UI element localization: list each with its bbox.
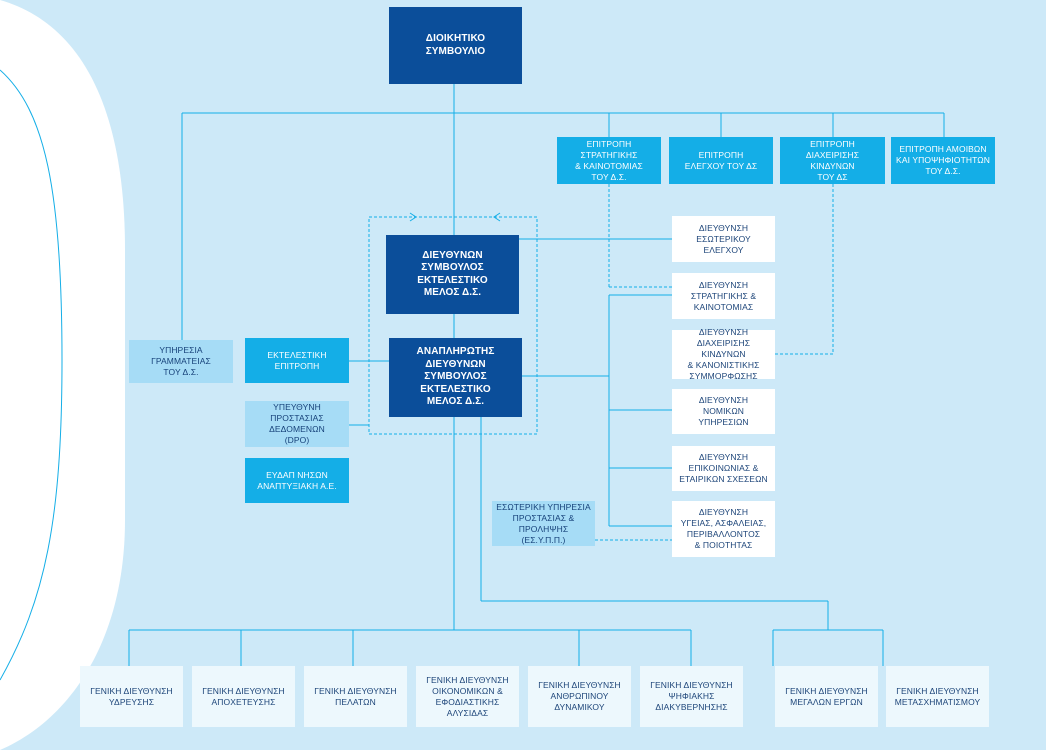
internal-audit-division: ΔΙΕΥΘΥΝΣΗ ΕΣΩΤΕΡΙΚΟΥ ΕΛΕΓΧΟΥ <box>672 216 775 262</box>
committee-remuneration: ΕΠΙΤΡΟΠΗ ΑΜΟΙΒΩΝ ΚΑΙ ΥΠΟΨΗΦΙΟΤΗΤΩΝ ΤΟΥ Δ… <box>891 137 995 184</box>
gd-transformation: ΓΕΝΙΚΗ ΔΙΕΥΘΥΝΣΗ ΜΕΤΑΣΧΗΜΑΤΙΣΜΟΥ <box>886 666 989 727</box>
gd-human-resources: ΓΕΝΙΚΗ ΔΙΕΥΘΥΝΣΗ ΑΝΘΡΩΠΙΝΟΥ ΔΥΝΑΜΙΚΟΥ <box>528 666 631 727</box>
gd-major-projects: ΓΕΝΙΚΗ ΔΙΕΥΘΥΝΣΗ ΜΕΓΑΛΩΝ ΕΡΓΩΝ <box>775 666 878 727</box>
committee-audit: ΕΠΙΤΡΟΠΗ ΕΛΕΓΧΟΥ ΤΟΥ ΔΣ <box>669 137 773 184</box>
legal-services-division: ΔΙΕΥΘΥΝΣΗ ΝΟΜΙΚΩΝ ΥΠΗΡΕΣΙΩΝ <box>672 389 775 434</box>
executive-committee: ΕΚΤΕΛΕΣΤΙΚΗ ΕΠΙΤΡΟΠΗ <box>245 338 349 383</box>
gd-digital-governance: ΓΕΝΙΚΗ ΔΙΕΥΘΥΝΣΗ ΨΗΦΙΑΚΗΣ ΔΙΑΚΥΒΕΡΝΗΣΗΣ <box>640 666 743 727</box>
eydap-islands: ΕΥΔΑΠ ΝΗΣΩΝ ΑΝΑΠΤΥΞΙΑΚΗ Α.Ε. <box>245 458 349 503</box>
gd-finance-supply-chain: ΓΕΝΙΚΗ ΔΙΕΥΘΥΝΣΗ ΟΙΚΟΝΟΜΙΚΩΝ & ΕΦΟΔΙΑΣΤΙ… <box>416 666 519 727</box>
accent-arc-line <box>0 69 63 681</box>
gd-sewerage: ΓΕΝΙΚΗ ΔΙΕΥΘΥΝΣΗ ΑΠΟΧΕΤΕΥΣΗΣ <box>192 666 295 727</box>
board-of-directors: ΔΙΟΙΚΗΤΙΚΟ ΣΥΜΒΟΥΛΙΟ <box>389 7 522 84</box>
ceo: ΔΙΕΥΘΥΝΩΝ ΣΥΜΒΟΥΛΟΣ ΕΚΤΕΛΕΣΤΙΚΟ ΜΕΛΟΣ Δ.… <box>386 235 519 314</box>
white-arc-shape <box>0 0 125 750</box>
committee-risk: ΕΠΙΤΡΟΠΗ ΔΙΑΧΕΙΡΙΣΗΣ ΚΙΝΔΥΝΩΝ ΤΟΥ ΔΣ <box>780 137 885 184</box>
deputy-ceo: ΑΝΑΠΛΗΡΩΤΗΣ ΔΙΕΥΘΥΝΩΝ ΣΥΜΒΟΥΛΟΣ ΕΚΤΕΛΕΣΤ… <box>389 338 522 417</box>
communication-division: ΔΙΕΥΘΥΝΣΗ ΕΠΙΚΟΙΝΩΝΙΑΣ & ΕΤΑΙΡΙΚΩΝ ΣΧΕΣΕ… <box>672 446 775 491</box>
risk-compliance-division: ΔΙΕΥΘΥΝΣΗ ΔΙΑΧΕΙΡΙΣΗΣ ΚΙΝΔΥΝΩΝ & ΚΑΝΟΝΙΣ… <box>672 327 775 381</box>
gd-customers: ΓΕΝΙΚΗ ΔΙΕΥΘΥΝΣΗ ΠΕΛΑΤΩΝ <box>304 666 407 727</box>
strategy-innovation-division: ΔΙΕΥΘΥΝΣΗ ΣΤΡΑΤΗΓΙΚΗΣ & ΚΑΙΝΟΤΟΜΙΑΣ <box>672 273 775 319</box>
committee-strategy: ΕΠΙΤΡΟΠΗ ΣΤΡΑΤΗΓΙΚΗΣ & ΚΑΙΝΟΤΟΜΙΑΣ ΤΟΥ Δ… <box>557 137 661 184</box>
board-secretariat: ΥΠΗΡΕΣΙΑ ΓΡΑΜΜΑΤΕΙΑΣ ΤΟΥ Δ.Σ. <box>129 340 233 383</box>
gd-water-supply: ΓΕΝΙΚΗ ΔΙΕΥΘΥΝΣΗ ΥΔΡΕΥΣΗΣ <box>80 666 183 727</box>
esypp-service: ΕΣΩΤΕΡΙΚΗ ΥΠΗΡΕΣΙΑ ΠΡΟΣΤΑΣΙΑΣ & ΠΡΟΛΗΨΗΣ… <box>492 501 595 546</box>
data-protection-officer: ΥΠΕΥΘΥΝΗ ΠΡΟΣΤΑΣΙΑΣ ΔΕΔΟΜΕΝΩΝ (DPO) <box>245 401 349 447</box>
health-safety-division: ΔΙΕΥΘΥΝΣΗ ΥΓΕΙΑΣ, ΑΣΦΑΛΕΙΑΣ, ΠΕΡΙΒΑΛΛΟΝΤ… <box>672 501 775 557</box>
